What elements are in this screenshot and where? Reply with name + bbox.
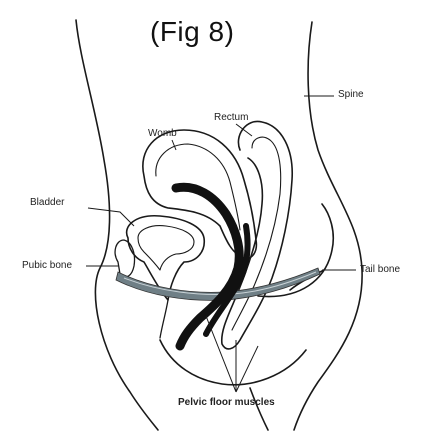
label-womb: Womb: [148, 128, 177, 139]
bladder-inner: [138, 226, 194, 270]
pubic-bone-shape: [115, 240, 134, 277]
urethra: [160, 300, 168, 338]
leader-bladder: [88, 208, 134, 226]
leader-pelvic-floor-1: [206, 316, 236, 392]
leader-pelvic-floor-3: [236, 346, 258, 392]
leader-rectum: [236, 124, 252, 136]
thigh-contour: [250, 388, 268, 430]
body-outline-back: [294, 22, 362, 430]
label-pelvic-floor-muscles: Pelvic floor muscles: [178, 397, 275, 408]
label-spine: Spine: [338, 89, 364, 100]
label-rectum: Rectum: [214, 112, 248, 123]
leader-womb: [172, 140, 176, 150]
figure-title: (Fig 8): [150, 16, 234, 48]
label-pubic-bone: Pubic bone: [22, 260, 72, 271]
label-bladder: Bladder: [30, 197, 64, 208]
body-outline-front: [76, 20, 158, 430]
label-tail-bone: Tail bone: [360, 264, 400, 275]
